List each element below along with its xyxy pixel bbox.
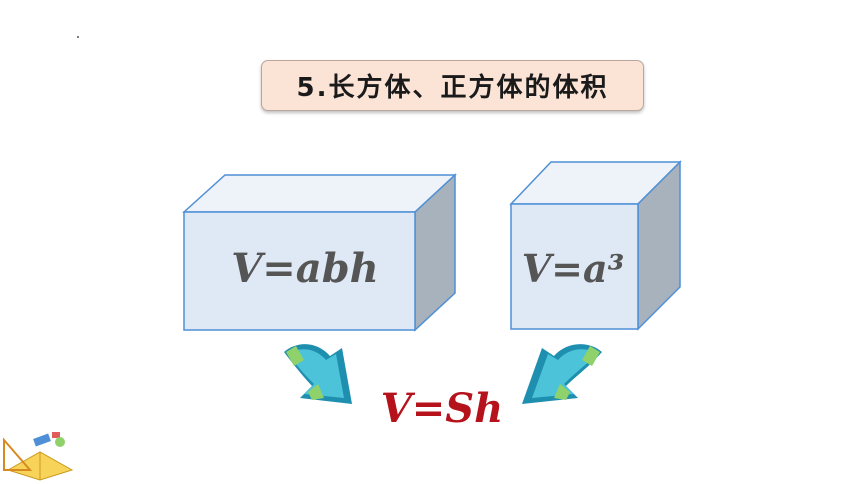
cuboid-front-face — [183, 211, 416, 331]
prism-formula: V=Sh — [381, 385, 504, 432]
cube-formula: V=a³ — [522, 246, 625, 291]
page-title: 5.长方体、正方体的体积 — [296, 73, 609, 103]
cuboid: V=abh — [182, 173, 457, 332]
decorative-dot — [77, 36, 79, 38]
cube-front-face — [510, 203, 639, 330]
cube: V=a³ — [509, 160, 682, 331]
title-banner: 5.长方体、正方体的体积 — [261, 60, 644, 111]
cuboid-top-face — [182, 174, 457, 213]
curved-arrow-down-right-icon — [284, 344, 352, 404]
cuboid-formula: V=abh — [231, 245, 379, 292]
math-book-tools-icon — [3, 432, 74, 481]
curved-arrow-down-left-icon — [522, 344, 602, 404]
